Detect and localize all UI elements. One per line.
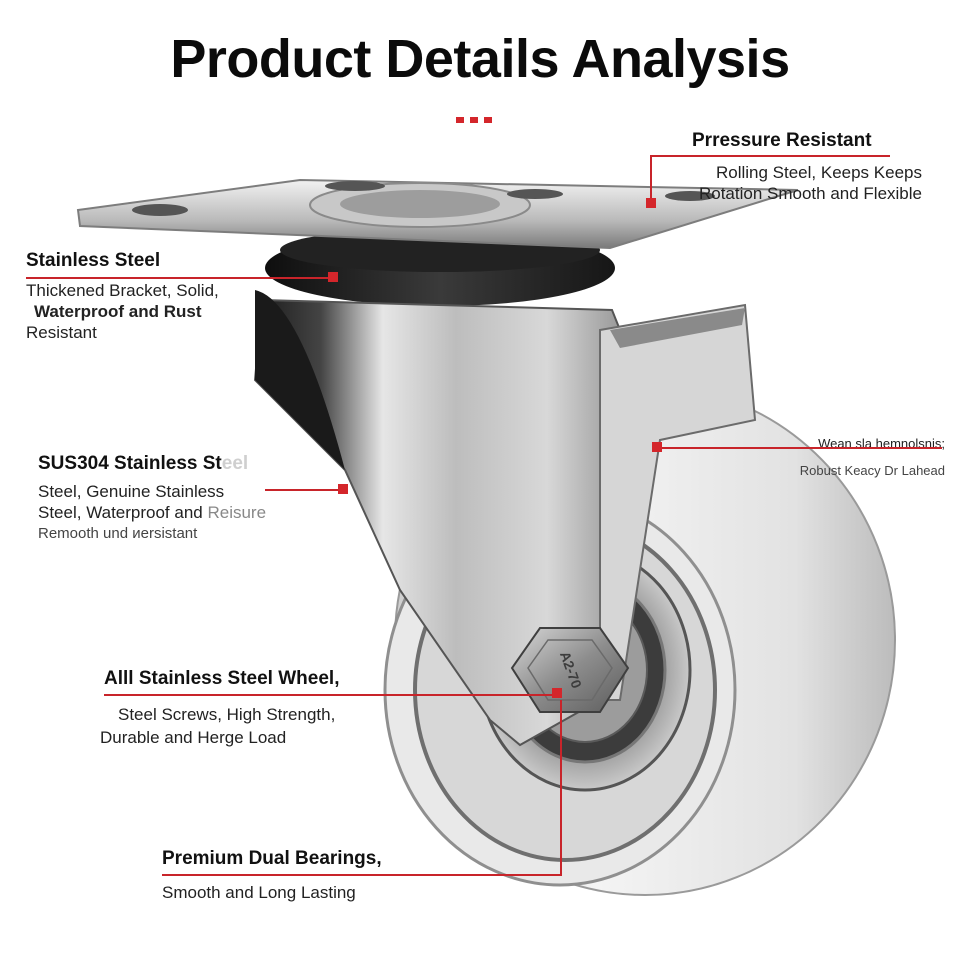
callout-text-faded: Reisure	[207, 503, 267, 522]
leader-line	[650, 155, 652, 203]
leader-line	[656, 447, 942, 449]
callout-heading: Premium Dual Bearings,	[162, 848, 382, 869]
callout-heading-faded: eel	[221, 453, 249, 474]
callout-text: Smooth and Long Lasting	[162, 883, 356, 902]
leader-line	[162, 874, 562, 876]
callout-text: Steel Screws, High Strength,	[118, 705, 336, 724]
callout-heading: SUS304 Stainless Steel	[38, 453, 266, 475]
callout-text-part: Steel, Waterproof and	[38, 503, 208, 522]
leader-line	[650, 155, 890, 157]
callout-text: Steel, Genuine Stainless	[38, 482, 225, 501]
callout-text: Rolling Steel, Keeps Keeps	[715, 163, 922, 182]
pointer-marker	[338, 484, 348, 494]
callout-heading: Stainless Steel	[26, 250, 161, 271]
leader-line	[265, 489, 343, 491]
pointer-marker	[646, 198, 656, 208]
callout-sus304: SUS304 Stainless Steel Steel, Genuine St…	[38, 453, 266, 544]
callout-pressure-resistant: Prressure Resistant Rolling Steel, Keeps…	[670, 130, 922, 204]
callout-heading: Alll Stainless Steel Wheel,	[104, 668, 340, 689]
callout-heading-main: SUS304 Stainless St	[38, 453, 222, 474]
page-title: Product Details Analysis	[170, 29, 790, 89]
callout-heading: Prressure Resistant	[692, 130, 872, 151]
callout-text: Remooth und иersistant	[38, 525, 198, 542]
callout-wear-resistant: Wean sla hemnolsnis; Robust Keacy Dr Lah…	[780, 433, 945, 481]
callout-text: Wean sla hemnolsnis;	[818, 436, 945, 451]
pointer-marker	[652, 442, 662, 452]
leader-line	[560, 700, 562, 876]
callout-text: Durable and Herge Load	[100, 728, 287, 747]
leader-line	[26, 277, 334, 279]
callout-text: Robust Keacy Dr Lahead	[799, 463, 945, 478]
leader-line	[104, 694, 560, 696]
callout-text: Thickened Bracket, Solid,	[26, 281, 219, 300]
pointer-marker	[552, 688, 562, 698]
callout-stainless-steel: Stainless Steel Thickened Bracket, Solid…	[26, 250, 219, 343]
title-accent-dots	[456, 117, 492, 123]
callout-text: Rotation Smooth and Flexible	[698, 184, 922, 203]
callout-dual-bearings: Premium Dual Bearings, Smooth and Long L…	[162, 848, 382, 903]
callout-text: Steel, Waterproof and Reisure	[38, 502, 266, 523]
callout-text: Waterproof and Rust	[34, 302, 202, 321]
callout-text: Resistant	[26, 323, 97, 342]
pointer-marker	[328, 272, 338, 282]
callout-stainless-wheel: Alll Stainless Steel Wheel, Steel Screws…	[100, 668, 340, 748]
